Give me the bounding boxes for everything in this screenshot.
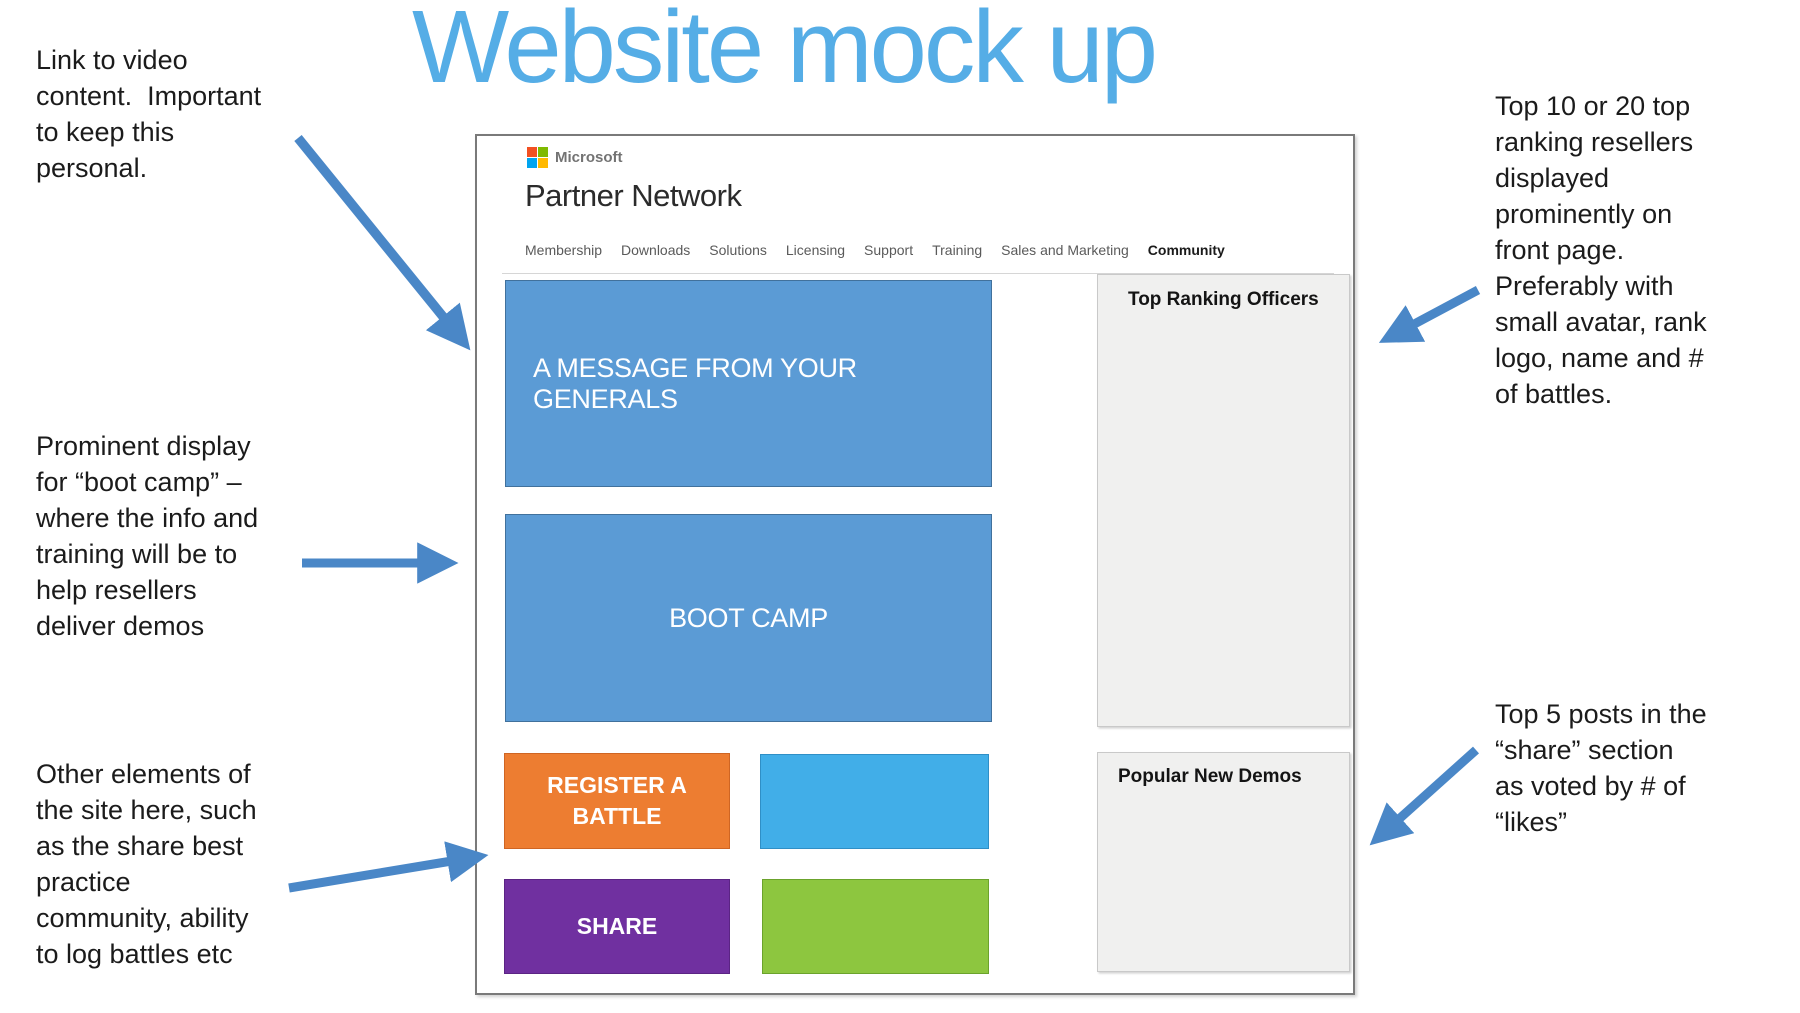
arrow-top-ranking-icon [1378,286,1481,343]
nav-item-community[interactable]: Community [1147,242,1225,258]
nav-item-licensing[interactable]: Licensing [785,242,846,258]
microsoft-logo: Microsoft [527,147,623,168]
arrow-top-posts-icon [1369,746,1480,846]
share-button[interactable]: SHARE [504,879,730,974]
nav-item-downloads[interactable]: Downloads [621,242,691,258]
website-mockup-panel: Microsoft Partner Network Membership Dow… [475,134,1355,995]
annotation-other-elements: Other elements of the site here, such as… [36,759,257,969]
microsoft-logo-icon [527,147,548,168]
page-title: Website mock up [412,0,1158,104]
annotation-top-ranking: Top 10 or 20 top ranking resellers displ… [1495,91,1707,409]
site-title: Partner Network [525,178,742,213]
register-battle-button[interactable]: REGISTER A BATTLE [504,753,730,849]
annotation-boot-camp: Prominent display for “boot camp” – wher… [36,431,259,641]
microsoft-wordmark: Microsoft [555,149,623,166]
hero-message-box[interactable]: A MESSAGE FROM YOUR GENERALS [505,280,992,487]
nav-bar: Membership Downloads Solutions Licensing… [502,242,1334,274]
top-ranking-officers-heading: Top Ranking Officers [1128,289,1319,310]
nav-item-training[interactable]: Training [932,242,983,258]
top-ranking-officers-panel: Top Ranking Officers [1097,274,1350,727]
popular-new-demos-heading: Popular New Demos [1118,766,1302,787]
nav-item-support[interactable]: Support [864,242,914,258]
empty-blue-tile[interactable] [760,754,989,849]
popular-new-demos-panel: Popular New Demos [1097,752,1350,972]
nav-item-solutions[interactable]: Solutions [709,242,767,258]
boot-camp-box[interactable]: BOOT CAMP [505,514,992,722]
empty-green-tile[interactable] [762,879,989,974]
nav-item-sales-and-marketing[interactable]: Sales and Marketing [1001,242,1129,258]
annotation-video-link: Link to video content. Important to keep… [36,45,262,183]
nav-item-membership[interactable]: Membership [525,242,603,258]
annotation-top-posts: Top 5 posts in the “share” section as vo… [1495,699,1707,837]
